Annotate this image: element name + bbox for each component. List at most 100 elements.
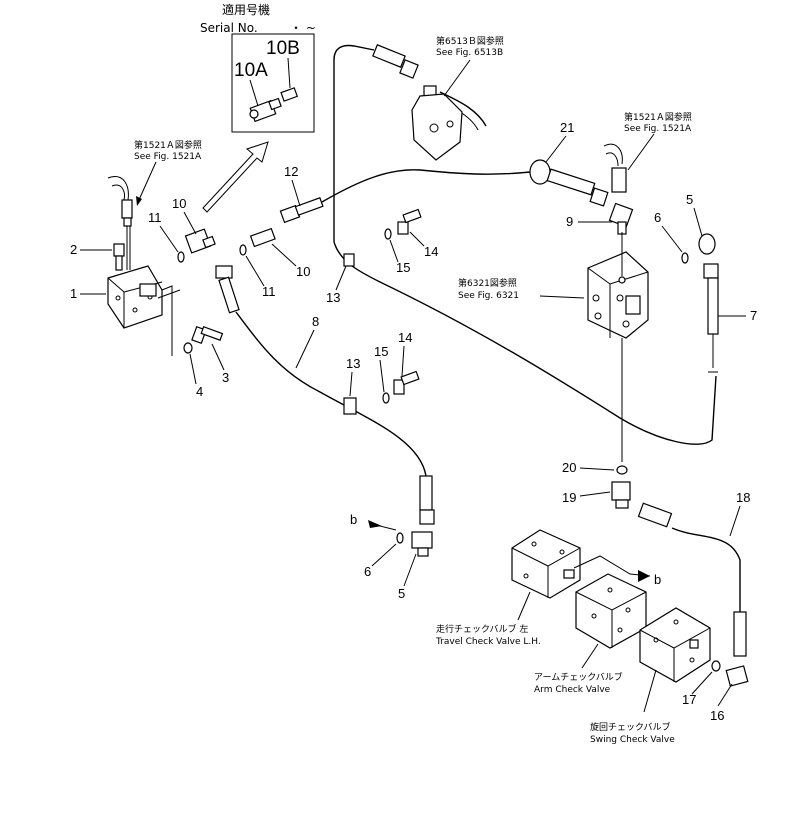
callout-21: 21 — [560, 120, 574, 135]
o-ring-17 — [711, 660, 721, 672]
hose-12 — [279, 197, 324, 224]
inset-label-10b: 10B — [266, 38, 300, 59]
callout-13-bottom: 13 — [346, 356, 360, 371]
leader-10-left — [183, 211, 197, 235]
o-ring-20 — [616, 465, 628, 475]
ref-6513b-en: See Fig. 6513B — [436, 48, 503, 58]
hose-18 — [637, 502, 747, 657]
leader-10-right — [271, 243, 297, 267]
block-port-line — [157, 289, 181, 299]
swing-check-valve — [639, 607, 711, 683]
ref-6321-jp: 第6321図参照 — [458, 277, 517, 289]
leader-11-right — [245, 255, 265, 287]
bolt-3 — [191, 325, 224, 345]
valve-block-1 — [107, 265, 163, 329]
callout-9: 9 — [566, 214, 573, 229]
connector-b-right: b — [654, 572, 661, 587]
callout-10-right: 10 — [296, 264, 310, 279]
callout-8: 8 — [312, 314, 319, 329]
elbow-16 — [725, 665, 749, 687]
callout-11-left: 11 — [148, 210, 162, 225]
elbow-10-left — [184, 228, 216, 254]
callout-10-left: 10 — [172, 196, 186, 211]
washer-15-top — [384, 228, 392, 240]
o-ring-6-right — [681, 252, 689, 264]
callout-14-bottom: 14 — [398, 330, 412, 345]
elbow-5-bottom — [411, 531, 433, 557]
leader-11-left — [159, 225, 179, 253]
pilot-pipe-left — [107, 176, 133, 270]
callout-16: 16 — [710, 708, 724, 723]
ref-leader-6513b — [443, 59, 471, 97]
callout-3: 3 — [222, 370, 229, 385]
callout-19: 19 — [562, 490, 576, 505]
return-line-13 — [333, 241, 717, 445]
hose-8 — [215, 265, 435, 525]
leader-5-bottom — [403, 553, 417, 587]
hose-21 — [321, 159, 609, 207]
leader-12 — [291, 179, 301, 207]
arm-valve-en: Arm Check Valve — [534, 685, 611, 695]
inset-arrow — [202, 141, 269, 213]
callout-4: 4 — [196, 384, 203, 399]
callout-6-top: 6 — [654, 210, 661, 225]
callout-7: 7 — [750, 308, 757, 323]
leader-13-top — [335, 265, 347, 291]
serial-label: Serial No. — [200, 21, 258, 35]
arm-valve-jp: アームチェックバルブ — [534, 671, 623, 683]
leader-13-bottom — [349, 371, 353, 397]
callout-1: 1 — [70, 286, 77, 301]
ref-1521a-left-jp: 第1521Ａ図参照 — [134, 139, 202, 151]
leader-15-bottom — [379, 359, 385, 393]
leader-14-bottom — [401, 345, 405, 377]
plug-2 — [113, 243, 125, 271]
elbow-19 — [611, 481, 631, 509]
o-ring-6-bottom — [396, 532, 404, 544]
leader-6-top — [661, 225, 683, 253]
callout-6-bottom: 6 — [364, 564, 371, 579]
ref-1521a-left-en: See Fig. 1521A — [134, 152, 202, 162]
callout-14-top: 14 — [424, 244, 438, 259]
arm-check-valve — [575, 573, 647, 649]
ref-leader-6321 — [539, 295, 585, 299]
leader-20 — [579, 467, 615, 471]
block-drain-line — [161, 285, 173, 356]
connector-arrow-b-right — [638, 570, 650, 582]
bolt-14-bottom — [393, 370, 420, 395]
leader-17 — [691, 671, 713, 695]
callout-15-top: 15 — [396, 260, 410, 275]
leader-5-top — [693, 207, 703, 237]
serial-range: ・ ~ — [290, 21, 316, 35]
callout-11-right: 11 — [262, 284, 276, 299]
long-hose-6513b — [333, 44, 487, 242]
leader-19 — [579, 491, 611, 497]
pilot-pipe-right — [603, 143, 634, 235]
callout-17: 17 — [682, 692, 696, 707]
callout-2: 2 — [70, 242, 77, 257]
leader-arm-valve — [581, 643, 599, 669]
leader-14-top — [409, 231, 425, 247]
callout-5-top: 5 — [686, 192, 693, 207]
callout-5-bottom: 5 — [398, 586, 405, 601]
callout-12: 12 — [284, 164, 298, 179]
ref-6321-en: See Fig. 6321 — [458, 291, 519, 301]
leader-21 — [545, 135, 567, 163]
clamp-13-bottom — [343, 397, 357, 415]
callout-13-top: 13 — [326, 290, 340, 305]
travel-valve-jp: 走行チェックバルブ 左 — [436, 623, 528, 635]
callout-15-bottom: 15 — [374, 344, 388, 359]
connector-b-left: b — [350, 512, 357, 527]
ref-leader-1521a-right — [627, 133, 655, 171]
swing-valve-jp: 旋回チェックバルブ — [590, 721, 671, 733]
leader-3 — [211, 343, 225, 371]
leader-15-top — [389, 239, 399, 263]
clamp-13-top — [343, 253, 355, 267]
connector-arrow-b-left — [368, 520, 382, 528]
ref-1521a-right-jp: 第1521Ａ図参照 — [624, 111, 692, 123]
hose-7 — [698, 233, 719, 373]
leader-6-bottom — [371, 543, 397, 567]
ref-6513b-jp: 第6513Ｂ図参照 — [436, 35, 504, 47]
swing-valve-en: Swing Check Valve — [590, 735, 675, 745]
o-ring-11-right — [239, 244, 247, 256]
